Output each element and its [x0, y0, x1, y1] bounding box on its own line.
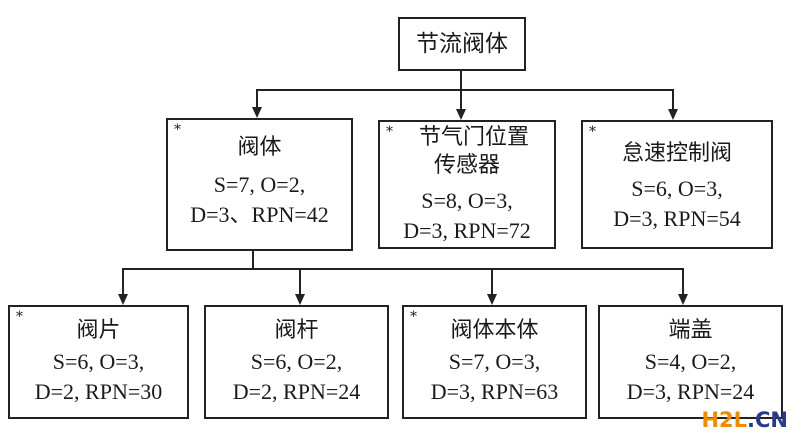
- connector: [491, 268, 493, 294]
- node-metrics-so: S=6, O=2,: [250, 349, 343, 374]
- connector: [460, 70, 462, 90]
- node-metrics-so: S=7, O=2,: [213, 172, 306, 197]
- arrow-head: [252, 107, 262, 118]
- node-throttle-position-sensor: * 节气门位置 传感器 S=8, O=3, D=3, RPN=72: [378, 120, 556, 249]
- node-metrics-so: S=6, O=3,: [631, 176, 723, 201]
- critical-star: *: [386, 124, 393, 140]
- node-metrics-so: S=6, O=3,: [52, 349, 145, 374]
- node-label: 阀体本体: [450, 318, 539, 343]
- node-label: 怠速控制阀: [621, 141, 732, 166]
- critical-star: *: [174, 122, 181, 138]
- node-valve-stem: 阀杆 S=6, O=2, D=2, RPN=24: [204, 305, 389, 419]
- node-valve-body: * 阀体 S=7, O=2, D=3、RPN=42: [166, 118, 353, 251]
- connector: [672, 89, 674, 110]
- node-label: 阀体: [237, 135, 282, 160]
- connector: [252, 250, 254, 269]
- connector: [256, 89, 674, 91]
- arrow-head: [295, 294, 305, 305]
- watermark-part1: H2L: [701, 408, 748, 432]
- watermark: H2L.CN: [701, 408, 788, 432]
- node-end-cap: 端盖 S=4, O=2, D=3, RPN=24: [598, 305, 783, 419]
- connector: [122, 268, 124, 294]
- arrow-head: [487, 294, 497, 305]
- node-metrics-drpn: D=3、RPN=42: [190, 202, 329, 227]
- critical-star: *: [410, 309, 417, 325]
- watermark-part2: .CN: [747, 408, 788, 432]
- node-label: 端盖: [668, 318, 713, 343]
- critical-star: *: [16, 309, 23, 325]
- connector: [122, 268, 684, 270]
- connector: [299, 268, 301, 294]
- node-metrics-drpn: D=3, RPN=24: [626, 379, 755, 404]
- node-metrics-so: S=8, O=3,: [421, 188, 513, 213]
- node-metrics-so: S=4, O=2,: [644, 349, 737, 374]
- node-label-line1: 节气门位置: [418, 125, 529, 150]
- node-metrics-drpn: D=3, RPN=72: [403, 218, 531, 243]
- node-metrics-so: S=7, O=3,: [448, 349, 541, 374]
- node-metrics-drpn: D=3, RPN=54: [613, 206, 741, 231]
- connector: [256, 89, 258, 109]
- arrow-head: [668, 109, 678, 120]
- arrow-head: [118, 294, 128, 305]
- root-node: 节流阀体: [398, 17, 526, 71]
- node-label: 节流阀体: [416, 31, 508, 57]
- connector: [460, 89, 462, 110]
- node-idle-control-valve: * 怠速控制阀 S=6, O=3, D=3, RPN=54: [581, 120, 773, 249]
- node-valve-body-proper: * 阀体本体 S=7, O=3, D=3, RPN=63: [402, 305, 587, 419]
- arrow-head: [456, 109, 466, 120]
- node-valve-plate: * 阀片 S=6, O=3, D=2, RPN=30: [8, 305, 189, 419]
- node-metrics-drpn: D=2, RPN=24: [232, 379, 361, 404]
- node-metrics-drpn: D=3, RPN=63: [430, 379, 559, 404]
- node-metrics-drpn: D=2, RPN=30: [34, 379, 163, 404]
- node-label: 阀片: [76, 318, 121, 343]
- node-label-line2: 传感器: [433, 153, 500, 178]
- critical-star: *: [589, 124, 596, 140]
- node-label: 阀杆: [274, 318, 319, 343]
- connector: [682, 268, 684, 294]
- arrow-head: [678, 294, 688, 305]
